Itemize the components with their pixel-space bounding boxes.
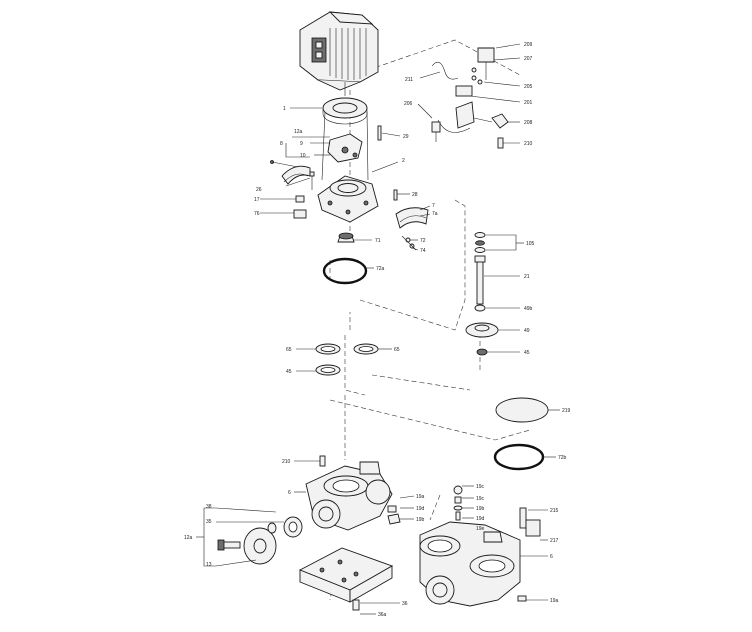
callout-36: 36 (402, 601, 408, 607)
callout-leaders (196, 43, 560, 615)
blind-cover (495, 397, 549, 423)
callout-36a: 36a (378, 612, 387, 618)
callout-12a: 12a (294, 129, 303, 135)
seal-parts (337, 232, 417, 251)
callout-105: 105 (526, 241, 535, 247)
callout-45-right: 45 (524, 350, 530, 356)
motor (299, 11, 379, 96)
callout-19d-right: 19d (476, 516, 485, 522)
valve-parts (387, 485, 541, 537)
callout-49: 49 (524, 328, 530, 334)
callout-29: 29 (403, 134, 409, 140)
callout-17: 17 (254, 197, 260, 203)
callout-26: 26 (256, 187, 262, 193)
callout-209: 209 (524, 42, 533, 48)
callout-10: 10 (300, 153, 306, 159)
callout-72a: 72a (376, 266, 385, 272)
callout-72b: 72b (558, 455, 567, 461)
coupling-guard-left (270, 160, 311, 185)
callout-201: 201 (524, 100, 533, 106)
callout-210-top: 210 (524, 141, 533, 147)
callout-45-left: 45 (286, 369, 292, 375)
motor-flange (321, 97, 369, 181)
callout-12a-flange: 12a (184, 535, 193, 541)
callout-19b: 19b (416, 517, 425, 523)
callout-65-left: 65 (286, 347, 292, 353)
callout-74: 74 (420, 248, 426, 254)
shaft-assembly (465, 232, 499, 356)
callout-206: 206 (404, 101, 413, 107)
callout-208: 208 (524, 120, 533, 126)
base-plate (298, 547, 394, 611)
callout-6-twin: 6 (550, 554, 553, 560)
callout-217: 217 (550, 538, 559, 544)
o-ring-72a (322, 257, 368, 285)
callout-1: 1 (283, 106, 286, 112)
callout-49b: 49b (524, 306, 533, 312)
callout-19e: 19e (476, 526, 485, 532)
callout-19c-second: 19c (476, 496, 485, 502)
callout-19b-right: 19b (476, 506, 485, 512)
callout-13: 13 (206, 562, 212, 568)
callout-35: 35 (206, 519, 212, 525)
callout-7a: 7a (432, 211, 438, 217)
callout-219: 219 (562, 408, 571, 414)
callout-19a: 19a (416, 494, 425, 500)
o-ring-72b (493, 443, 545, 471)
callout-21: 21 (524, 274, 530, 280)
coupling (310, 125, 382, 163)
callout-71: 71 (375, 238, 381, 244)
callout-9: 9 (300, 141, 303, 147)
pump-head (293, 171, 398, 223)
callout-205: 205 (524, 84, 533, 90)
callout-210-bottom: 210 (282, 459, 291, 465)
callout-215: 215 (550, 508, 559, 514)
seal-rings (315, 343, 379, 376)
callout-6-single: 6 (288, 490, 291, 496)
callout-38: 38 (206, 504, 212, 510)
pump-housing-single (305, 455, 393, 531)
callout-65-right: 65 (394, 347, 400, 353)
callout-labels: 209 207 211 205 201 206 208 210 1 12a 8 … (184, 42, 571, 618)
pump-housing-twin (419, 521, 527, 607)
coupling-guard-right (395, 207, 429, 229)
callout-76: 76 (254, 211, 260, 217)
pipe-flange-set (217, 516, 303, 565)
callout-19a-bottom: 19a (550, 598, 559, 604)
callout-28: 28 (412, 192, 418, 198)
callout-211: 211 (405, 77, 413, 83)
callout-207: 207 (524, 56, 533, 62)
callout-8: 8 (280, 141, 283, 147)
callout-72: 72 (420, 238, 426, 244)
callout-19d: 19d (416, 506, 425, 512)
callout-19c-top: 19c (476, 484, 485, 490)
sensor-kit (431, 47, 509, 149)
callout-7: 7 (432, 203, 435, 209)
callout-2: 2 (402, 158, 405, 164)
